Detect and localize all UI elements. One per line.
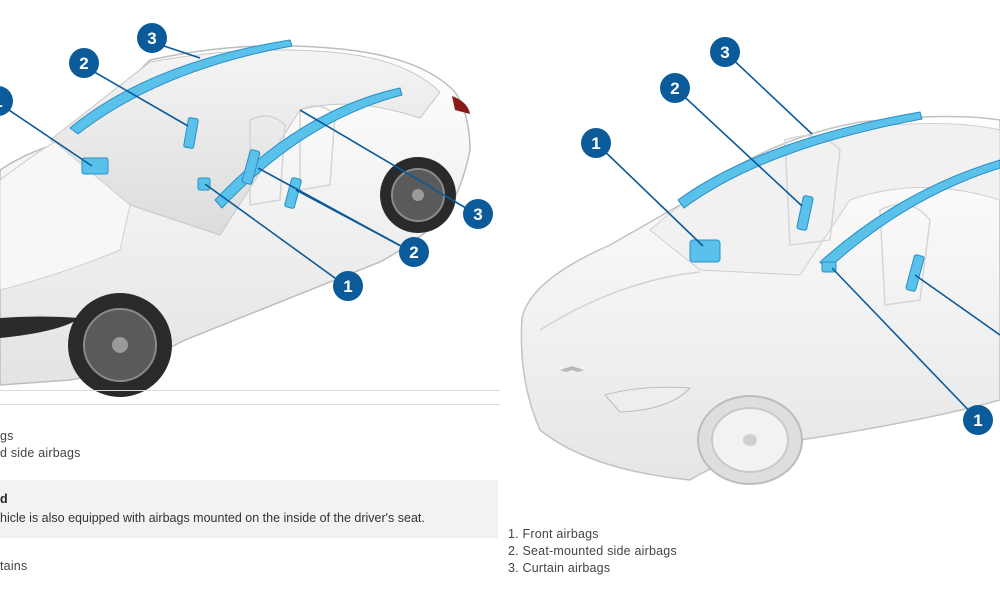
callout-3-right: 3 bbox=[463, 199, 493, 229]
note-title: d bbox=[0, 492, 8, 506]
svg-text:2: 2 bbox=[670, 79, 679, 98]
callout-1-top: 1 bbox=[581, 128, 611, 158]
svg-text:2: 2 bbox=[409, 243, 418, 262]
callout-3-top: 3 bbox=[137, 23, 167, 53]
svg-text:1: 1 bbox=[343, 277, 352, 296]
headlight bbox=[604, 386, 692, 413]
tail-light bbox=[452, 96, 470, 114]
right-diagram-panel: 3 2 1 1 1. Front airbags 2. Seat-mounted… bbox=[500, 0, 1000, 600]
svg-text:1: 1 bbox=[0, 92, 3, 111]
legend-line-side: d side airbags bbox=[0, 446, 81, 460]
airbag-legend-list: 1. Front airbags 2. Seat-mounted side ai… bbox=[508, 526, 677, 577]
curtain-airbag-side bbox=[819, 159, 1000, 271]
callout-2-right: 2 bbox=[399, 237, 429, 267]
svg-text:3: 3 bbox=[473, 205, 482, 224]
rear-wheel bbox=[380, 157, 456, 233]
svg-text:2: 2 bbox=[79, 54, 88, 73]
curtain-airbag-front bbox=[677, 111, 923, 209]
divider-top bbox=[0, 390, 500, 391]
legend-item-seat-side-airbags: 2. Seat-mounted side airbags bbox=[508, 544, 677, 558]
callout-2-top: 2 bbox=[69, 48, 99, 78]
front-airbag-passenger bbox=[81, 157, 109, 175]
side-airbag-rear bbox=[905, 254, 925, 292]
headlight bbox=[0, 316, 80, 338]
callout-1-bottom: 1 bbox=[333, 271, 363, 301]
svg-text:3: 3 bbox=[720, 43, 729, 62]
callout-1-bottom: 1 bbox=[963, 405, 993, 435]
car-diagram-right: 3 2 1 1 bbox=[520, 37, 1000, 485]
divider-bottom bbox=[0, 404, 500, 405]
side-airbag-front bbox=[796, 195, 814, 231]
svg-text:3: 3 bbox=[147, 29, 156, 48]
svg-text:1: 1 bbox=[973, 411, 982, 430]
legend-line-curtain: tains bbox=[0, 559, 28, 573]
legend-item-curtain-airbags: 3. Curtain airbags bbox=[508, 561, 611, 575]
side-airbag-3 bbox=[284, 177, 302, 209]
car-diagram-left: 3 2 1 3 2 1 bbox=[0, 23, 493, 397]
front-airbag-passenger bbox=[689, 239, 721, 263]
front-airbag-driver bbox=[197, 177, 211, 191]
note-box: d hicle is also equipped with airbags mo… bbox=[0, 480, 498, 538]
front-wheel bbox=[68, 293, 172, 397]
curtain-airbag-left bbox=[69, 39, 293, 135]
callout-3: 3 bbox=[710, 37, 740, 67]
left-diagram-panel: 3 2 1 3 2 1 gs d side airbags d hicle is… bbox=[0, 23, 500, 573]
side-airbag-2 bbox=[241, 149, 261, 185]
front-wheel bbox=[697, 395, 803, 485]
svg-text:1: 1 bbox=[591, 134, 600, 153]
tesla-logo bbox=[560, 366, 584, 372]
legend-item-front-airbags: 1. Front airbags bbox=[508, 527, 599, 541]
car-hood bbox=[0, 141, 131, 291]
legend-line-front: gs bbox=[0, 429, 14, 443]
curtain-airbag-right bbox=[214, 87, 403, 209]
note-text: hicle is also equipped with airbags moun… bbox=[0, 511, 425, 525]
callout-1-edge: 1 bbox=[0, 86, 13, 116]
callout-2: 2 bbox=[660, 73, 690, 103]
